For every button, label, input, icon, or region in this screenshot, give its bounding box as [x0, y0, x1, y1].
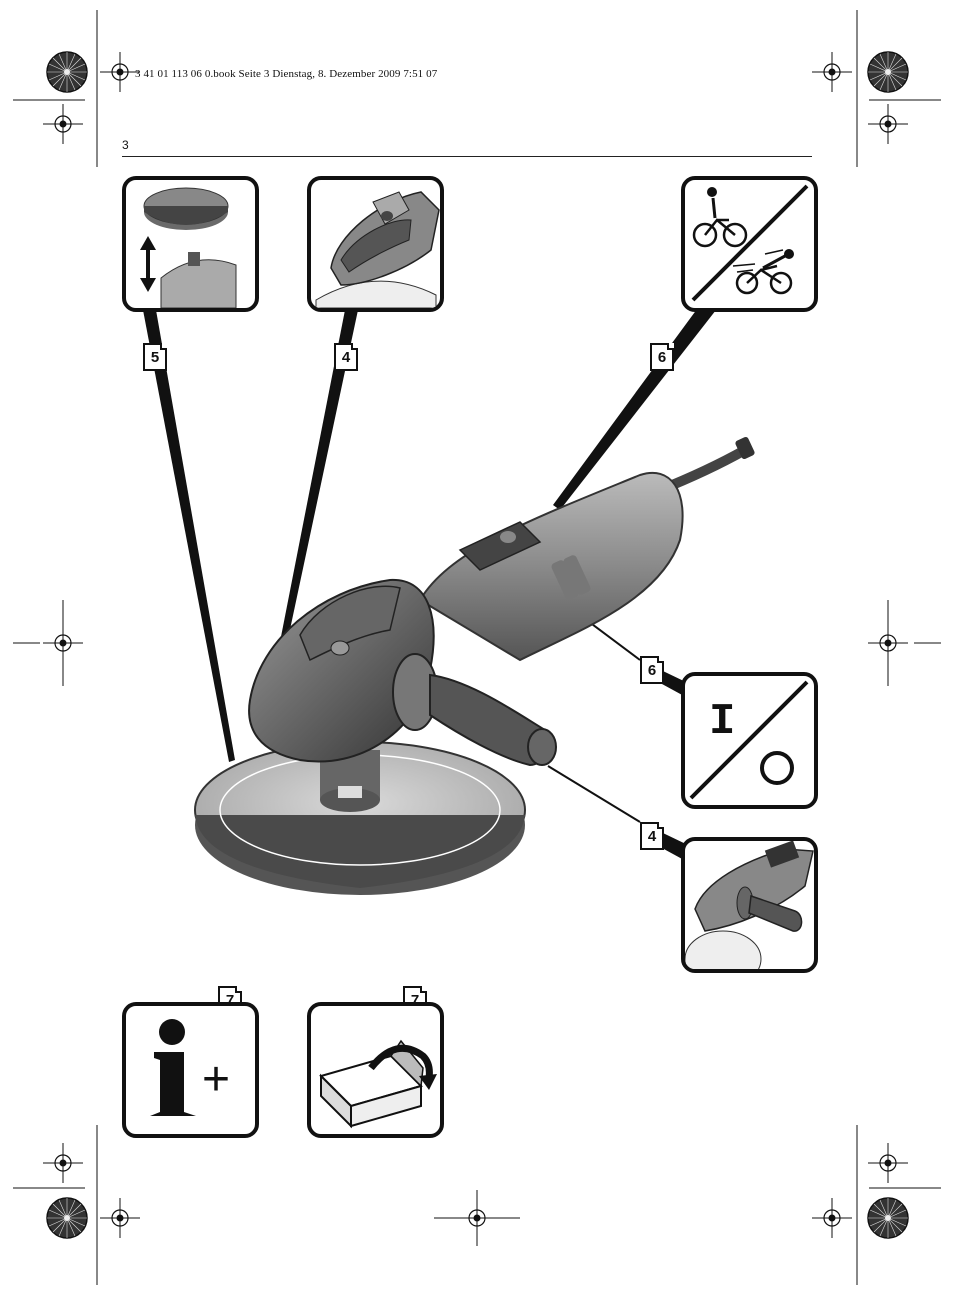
figure-ref-6-switch: 6	[640, 656, 664, 684]
speed-panel	[681, 176, 818, 312]
figure-ref-5: 5	[143, 343, 167, 371]
lock-lever-panel	[307, 176, 444, 312]
header-file-line: 3 41 01 113 06 0.book Seite 3 Dienstag, …	[135, 68, 438, 80]
aux-handle-panel	[681, 837, 818, 973]
info-icon	[150, 1019, 196, 1116]
figure-ref-6-top: 6	[650, 343, 674, 371]
figure-ref-4-handle: 4	[640, 822, 664, 850]
storage-panel	[307, 1002, 444, 1138]
info-plus-symbol: +	[202, 1053, 231, 1106]
header-rule	[122, 156, 812, 157]
aux-handle-icon	[685, 841, 814, 969]
on-symbol: I	[709, 697, 736, 747]
polisher-illustration	[194, 436, 755, 895]
on-off-icon	[689, 680, 809, 800]
speed-bicycle-icon	[691, 184, 809, 302]
figure-ref-4: 4	[334, 343, 358, 371]
pad-change-icon	[140, 187, 237, 308]
pad-change-panel	[122, 176, 259, 312]
on-off-panel: I	[681, 672, 818, 809]
info-panel: +	[122, 1002, 259, 1138]
storage-box-icon	[319, 1039, 437, 1129]
lock-lever-icon	[315, 191, 440, 308]
page-number: 3	[122, 138, 129, 152]
